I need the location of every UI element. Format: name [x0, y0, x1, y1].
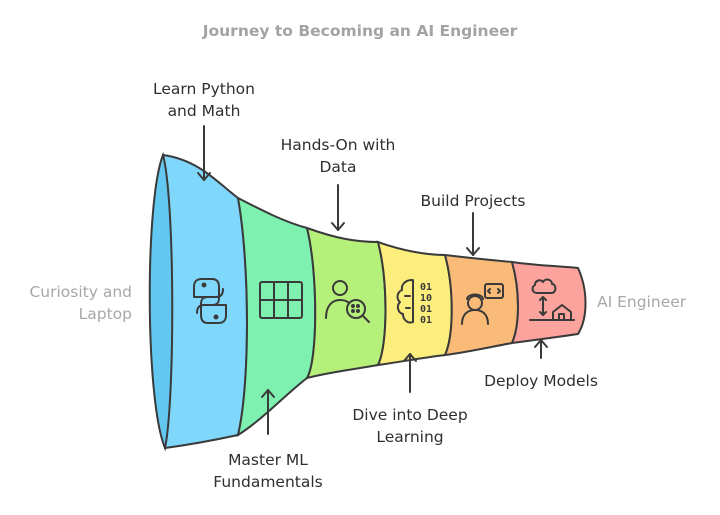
cloud-deploy-icon	[529, 278, 575, 321]
svg-text:01: 01	[420, 304, 432, 315]
arrow-hands-on-data	[331, 184, 345, 231]
funnel-segment-deploy	[510, 260, 587, 345]
svg-text:10: 10	[420, 293, 432, 304]
stage-label-deep-learning: Dive into Deep Learning	[352, 406, 468, 446]
arrow-build-projects	[466, 212, 480, 256]
stage-label-learn-python: Learn Python and Math	[153, 80, 255, 120]
funnel-segment-ml	[236, 196, 317, 438]
svg-text:01: 01	[420, 282, 432, 293]
end-label: AI Engineer	[597, 293, 687, 311]
funnel-mouth-rim	[148, 151, 174, 452]
python-logo-icon	[193, 278, 227, 324]
funnel-segment-data	[304, 226, 387, 380]
stage-label-build-projects: Build Projects	[420, 192, 526, 210]
stage-label-hands-on-data: Hands-On with Data	[280, 136, 396, 176]
diagram-title: Journey to Becoming an AI Engineer	[202, 22, 518, 40]
brain-binary-icon: 01 10 01 01	[396, 279, 432, 326]
arrow-deploy-models	[534, 339, 548, 359]
user-data-search-icon	[325, 280, 370, 323]
stage-label-deploy-models: Deploy Models	[484, 372, 598, 390]
funnel-segment-deep-learning	[376, 240, 453, 367]
engineer-code-icon	[461, 283, 504, 325]
arrow-deep-learning	[403, 353, 417, 393]
arrow-master-ml	[261, 389, 275, 435]
start-label: Curiosity and Laptop	[29, 283, 132, 323]
stage-label-master-ml: Master ML Fundamentals	[213, 451, 323, 491]
svg-text:01: 01	[420, 315, 432, 326]
table-grid-icon	[259, 281, 303, 319]
arrow-learn-python	[197, 125, 211, 181]
funnel-segment-python	[161, 153, 248, 450]
